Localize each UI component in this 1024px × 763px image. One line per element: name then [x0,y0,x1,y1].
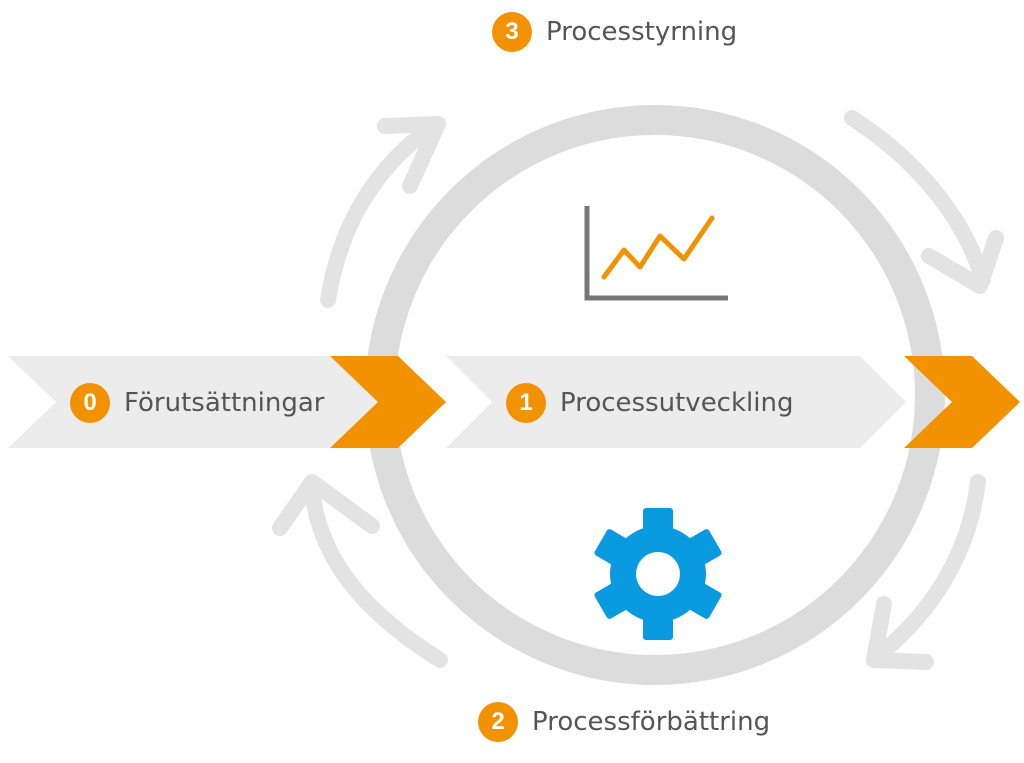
step-2-number-badge: 2 [478,702,518,742]
chevron-orange-1 [330,356,446,448]
chart-axes [584,206,728,301]
gear-hole [636,552,680,596]
band-segment-1 [446,356,906,448]
arrow-head-bottom-left [272,474,380,536]
step-2-label: 2 Processförbättring [478,702,770,742]
arrow-head-top-right [921,230,1004,294]
step-1-number-badge: 1 [506,383,546,423]
arrow-arc-bottom-right [870,474,986,664]
step-1-text: Processutveckling [560,388,794,418]
step-3-label: 3 Processtyrning [492,12,737,52]
step-0-label: 0 Förutsättningar [70,383,324,423]
chevron-band [8,356,1020,448]
arrow-head-bottom-right [866,596,934,670]
step-1-label: 1 Processutveckling [506,383,793,423]
arrow-arc-bottom-left [304,480,448,668]
step-2-text: Processförbättring [532,707,771,737]
cycle-arrows [272,110,1004,670]
step-3-text: Processtyrning [546,17,738,47]
arrow-arc-top-right [844,110,991,288]
arrow-arc-top-left [320,124,433,308]
gear-icon [594,508,722,640]
step-3-number-badge: 3 [492,12,532,52]
chevron-orange-2 [904,356,1020,448]
step-0-text: Förutsättningar [124,388,325,418]
line-chart-icon [584,206,728,301]
step-0-number-badge: 0 [70,383,110,423]
band-segment-0 [8,356,438,448]
arrow-head-top-left [377,116,446,194]
chart-line [601,215,715,280]
